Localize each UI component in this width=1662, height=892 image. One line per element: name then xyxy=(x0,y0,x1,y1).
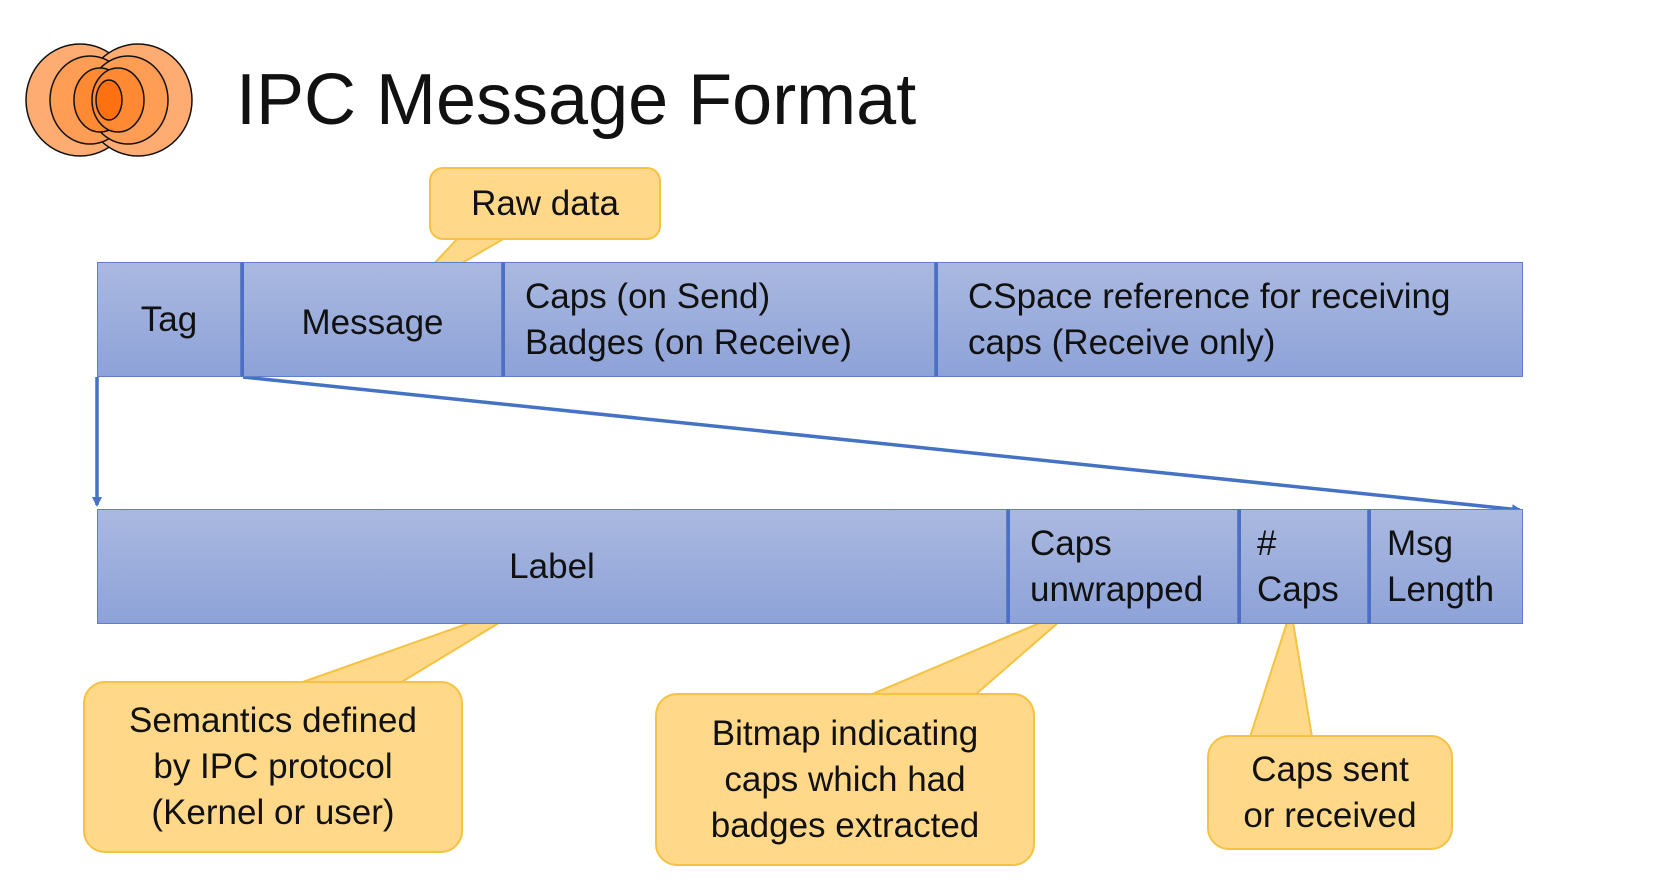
caps-on-send-label: Caps (on Send) xyxy=(525,276,771,316)
message-field-label: Message xyxy=(301,302,444,342)
badges-on-receive-label: Badges (on Receive) xyxy=(525,322,852,362)
label-field: Label xyxy=(97,509,1007,624)
bitmap-callout-line1: Bitmap indicating xyxy=(711,713,979,753)
page-title: IPC Message Format xyxy=(236,60,917,140)
nested-ellipses-logo-icon xyxy=(25,43,193,157)
message-field: Message xyxy=(241,262,502,377)
msg-length-field: Msg Length xyxy=(1368,509,1523,624)
cspace-reference-field: CSpace reference for receiving caps (Rec… xyxy=(935,262,1523,377)
raw-data-callout: Raw data xyxy=(429,167,661,240)
tag-field-label: Tag xyxy=(140,299,198,339)
num-caps-field: # Caps xyxy=(1238,509,1368,624)
semantics-callout: Semantics defined by IPC protocol (Kerne… xyxy=(83,681,463,853)
bitmap-callout: Bitmap indicating caps which had badges … xyxy=(655,693,1035,866)
msg-length-label-line1: Msg xyxy=(1387,523,1454,563)
caps-sent-callout-line1: Caps sent xyxy=(1251,749,1409,789)
cspace-reference-label-line2: caps (Receive only) xyxy=(968,322,1276,362)
caps-unwrapped-label-line2: unwrapped xyxy=(1030,569,1204,609)
msg-length-label-line2: Length xyxy=(1387,569,1495,609)
caps-sent-callout-pointer xyxy=(1249,609,1313,738)
cspace-reference-label-line1: CSpace reference for receiving xyxy=(968,276,1451,316)
bitmap-callout-line3: badges extracted xyxy=(710,805,980,845)
label-field-label: Label xyxy=(509,546,595,586)
bitmap-callout-line2: caps which had xyxy=(724,759,966,799)
tag-expand-right-arrow xyxy=(242,375,1522,515)
caps-sent-callout-line2: or received xyxy=(1243,795,1417,835)
raw-data-callout-text: Raw data xyxy=(471,183,619,223)
num-caps-label-line2: Caps xyxy=(1257,569,1339,609)
tag-breakdown-row: Label Caps unwrapped # Caps Msg Length xyxy=(97,509,1523,624)
caps-sent-callout: Caps sent or received xyxy=(1207,735,1453,850)
semantics-callout-line1: Semantics defined xyxy=(129,701,417,740)
caps-badges-field: Caps (on Send) Badges (on Receive) xyxy=(502,262,935,377)
caps-unwrapped-label-line1: Caps xyxy=(1030,523,1112,563)
ipc-buffer-row: Tag Message Caps (on Send) Badges (on Re… xyxy=(97,262,1523,377)
semantics-callout-line3: (Kernel or user) xyxy=(151,793,395,832)
semantics-callout-line2: by IPC protocol xyxy=(153,747,393,786)
caps-unwrapped-field: Caps unwrapped xyxy=(1007,509,1238,624)
tag-field: Tag xyxy=(97,262,241,377)
num-caps-label-line1: # xyxy=(1257,523,1277,563)
